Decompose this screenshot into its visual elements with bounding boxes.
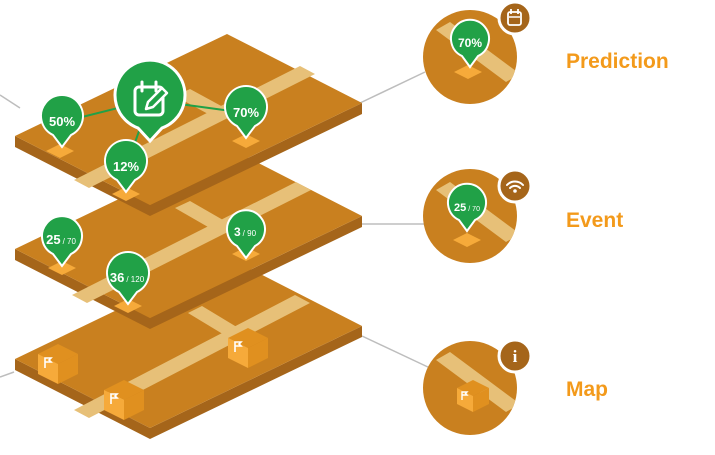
- event-plate-top: [15, 147, 362, 318]
- flag-icon: [44, 357, 53, 368]
- flag-icon: [110, 393, 119, 404]
- prediction-pin: 12%: [104, 139, 148, 194]
- prediction-road-cross: [175, 89, 236, 121]
- map-place-marker: [104, 380, 144, 420]
- legend-map: i Map: [423, 338, 608, 435]
- prediction-plate-top: [15, 34, 362, 205]
- legend-prediction-pin: 70%: [450, 18, 490, 69]
- label-prediction: Prediction: [566, 50, 669, 73]
- prediction-marker: [232, 134, 260, 148]
- svg-text:70%: 70%: [233, 105, 259, 120]
- prediction-marker: [112, 187, 140, 201]
- prediction-layer: 50% 12% 70%: [15, 34, 362, 216]
- prediction-pin: 70%: [224, 85, 268, 140]
- connector-lines: [0, 71, 431, 378]
- svg-text:i: i: [513, 347, 518, 366]
- connector-map-left: [0, 371, 15, 378]
- label-event: Event: [566, 209, 623, 232]
- legend-prediction: 70% Prediction: [423, 0, 669, 104]
- svg-text:25/ 70: 25/ 70: [454, 202, 480, 214]
- svg-text:36/ 120: 36/ 120: [110, 270, 145, 285]
- event-layer: 25/ 70 36/ 120 3/ 90: [15, 147, 362, 329]
- label-map: Map: [566, 378, 608, 401]
- connector-prediction: [359, 71, 426, 104]
- prediction-plate-side: [15, 103, 362, 216]
- event-marker: [114, 299, 142, 313]
- flag-icon: [234, 341, 243, 352]
- svg-text:70%: 70%: [458, 36, 482, 50]
- event-pin: 25/ 70: [41, 215, 83, 268]
- event-pin: 3/ 90: [226, 209, 266, 260]
- event-marker: [48, 261, 76, 275]
- calendar-icon: [497, 0, 533, 36]
- connector-prediction-left: [0, 94, 21, 109]
- event-road-cross: [175, 201, 230, 231]
- event-pin: 36/ 120: [106, 251, 150, 306]
- wifi-icon: [497, 168, 533, 204]
- prediction-marker: [46, 144, 74, 158]
- svg-text:12%: 12%: [113, 159, 139, 174]
- map-place-marker: [38, 344, 78, 384]
- event-plate-side: [15, 216, 362, 329]
- prediction-pin: 50%: [40, 94, 84, 149]
- legend-event-pin: 25/ 70: [447, 182, 487, 233]
- connector-map: [361, 335, 431, 369]
- map-road-cross: [188, 306, 245, 339]
- map-place-marker: [228, 328, 268, 368]
- svg-text:50%: 50%: [49, 114, 75, 129]
- calendar-edit-icon: [113, 58, 187, 144]
- svg-text:25/ 70: 25/ 70: [46, 232, 76, 247]
- map-plate-top: [15, 257, 362, 428]
- svg-text:3/ 90: 3/ 90: [234, 225, 257, 239]
- legend-event: 25/ 70 Event: [423, 168, 623, 263]
- flag-box-icon: [457, 380, 489, 412]
- map-layer: [15, 257, 362, 439]
- info-icon: i: [497, 338, 533, 374]
